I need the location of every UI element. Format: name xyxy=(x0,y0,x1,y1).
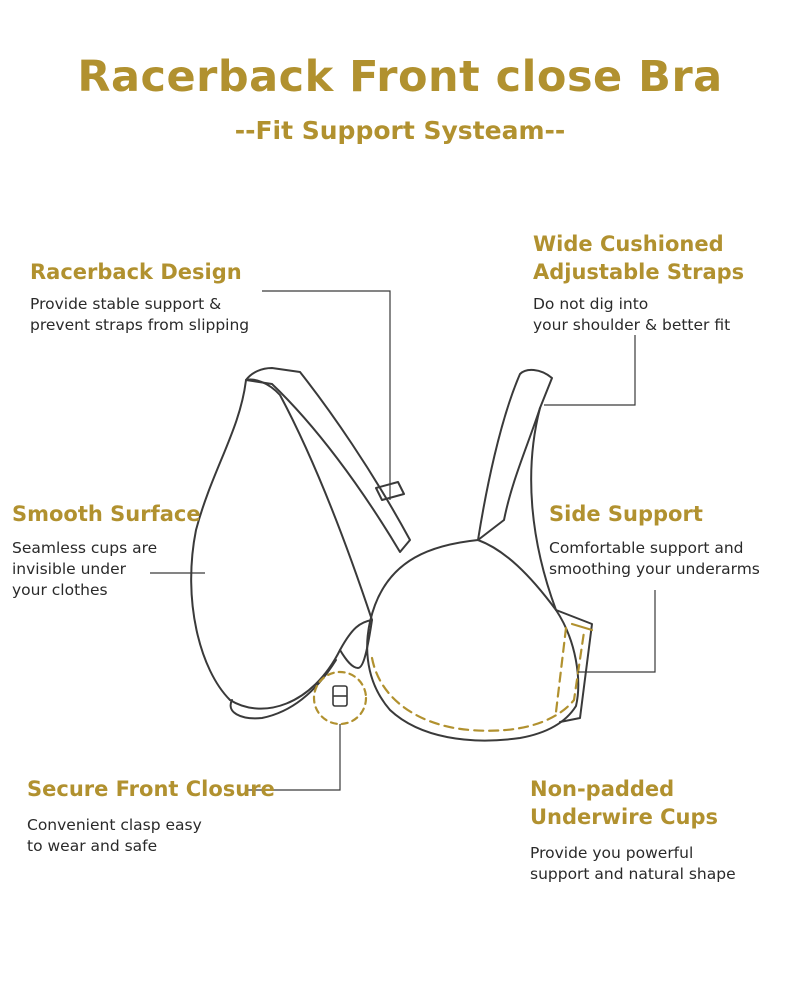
feature-description: Comfortable support and xyxy=(549,538,760,559)
feature-heading: Smooth Surface xyxy=(12,500,201,528)
front-closure-highlight xyxy=(314,672,366,724)
feature-front-closure: Secure Front Closure Convenient clasp ea… xyxy=(27,775,275,857)
feature-heading: Non-padded xyxy=(530,775,736,803)
feature-surface: Smooth Surface Seamless cups are invisib… xyxy=(12,500,201,601)
feature-heading: Racerback Design xyxy=(30,258,249,286)
feature-description: invisible under xyxy=(12,559,201,580)
right-strap xyxy=(478,370,552,540)
right-cup xyxy=(367,540,578,741)
feature-straps: Wide Cushioned Adjustable Straps Do not … xyxy=(533,230,744,336)
feature-description: to wear and safe xyxy=(27,836,275,857)
left-cup-edge xyxy=(231,660,336,718)
feature-description: Provide you powerful xyxy=(530,843,736,864)
feature-heading: Secure Front Closure xyxy=(27,775,275,803)
feature-description: support and natural shape xyxy=(530,864,736,885)
feature-heading: Underwire Cups xyxy=(530,803,736,831)
feature-description: Do not dig into xyxy=(533,294,744,315)
left-cup xyxy=(191,380,372,709)
feature-side-support: Side Support Comfortable support and smo… xyxy=(549,500,760,580)
feature-heading: Wide Cushioned xyxy=(533,230,744,258)
feature-description: your shoulder & better fit xyxy=(533,315,744,336)
feature-heading: Side Support xyxy=(549,500,760,528)
feature-heading: Adjustable Straps xyxy=(533,258,744,286)
leader-side xyxy=(578,590,655,672)
feature-description: prevent straps from slipping xyxy=(30,315,249,336)
feature-description: Provide stable support & xyxy=(30,294,249,315)
leader-straps xyxy=(544,335,635,405)
underwire-channel xyxy=(372,632,584,731)
feature-description: smoothing your underarms xyxy=(549,559,760,580)
left-strap xyxy=(246,368,410,552)
feature-description: Seamless cups are xyxy=(12,538,201,559)
feature-underwire: Non-padded Underwire Cups Provide you po… xyxy=(530,775,736,885)
feature-description: Convenient clasp easy xyxy=(27,815,275,836)
feature-description: your clothes xyxy=(12,580,201,601)
feature-racerback: Racerback Design Provide stable support … xyxy=(30,258,249,336)
side-boning xyxy=(556,628,566,712)
